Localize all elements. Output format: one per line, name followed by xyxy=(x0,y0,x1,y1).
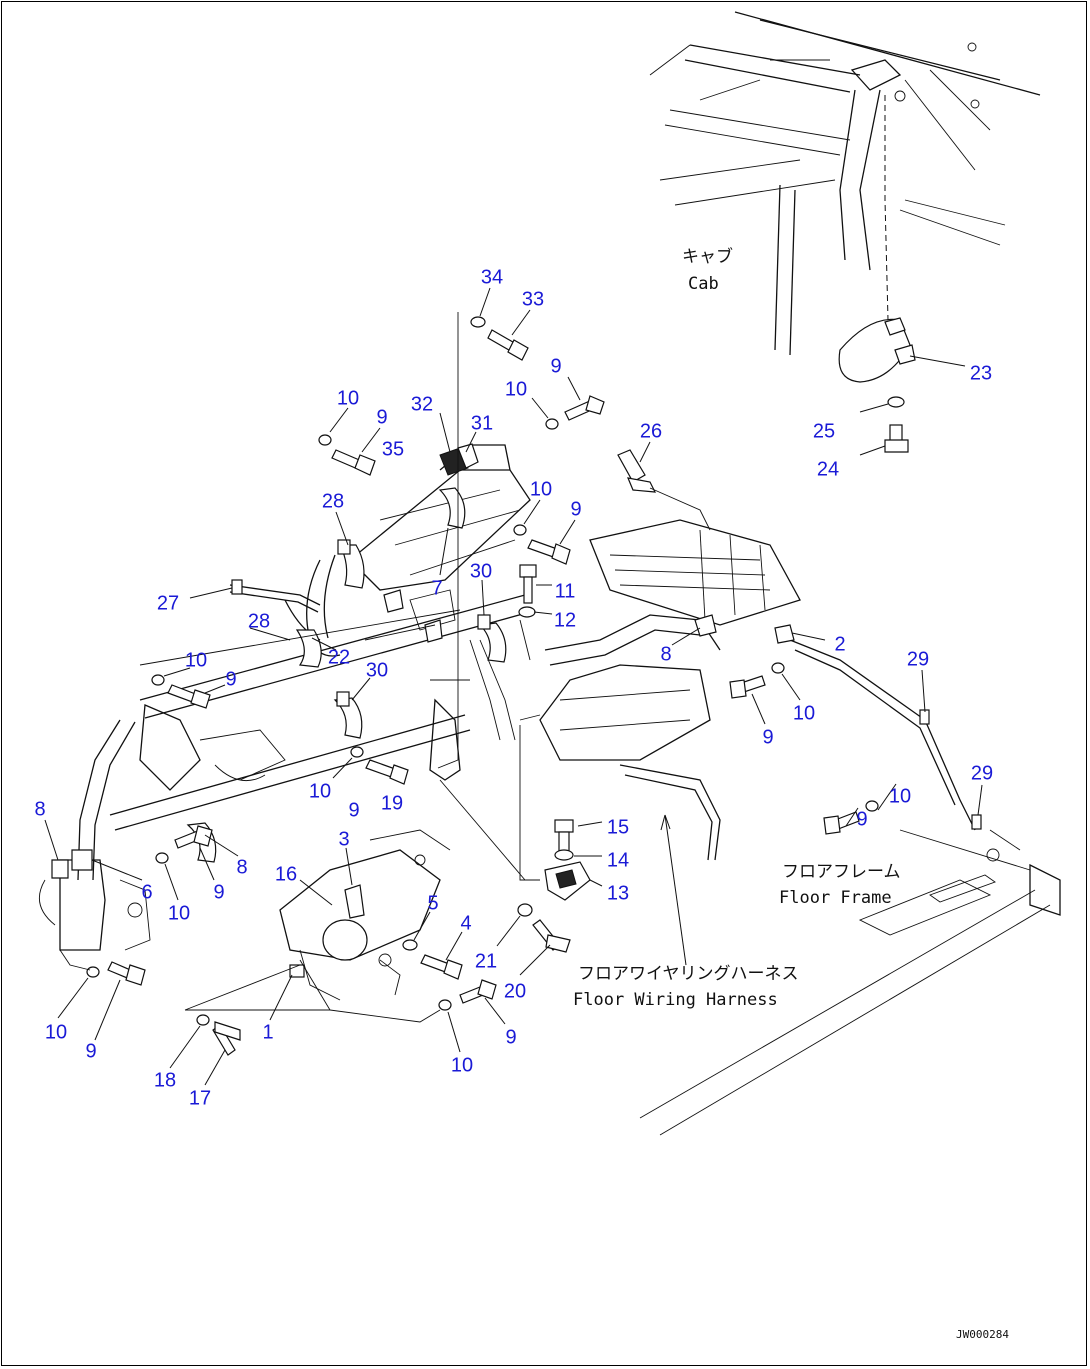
note-cab-jp: キャブ xyxy=(682,246,733,267)
figure-code: JW000284 xyxy=(956,1328,1009,1341)
part-label-1: 1 xyxy=(262,1021,273,1043)
part-label-2: 2 xyxy=(834,633,845,655)
part-label-29: 29 xyxy=(907,648,929,670)
note-harness-jp: フロアワイヤリングハーネス xyxy=(578,964,799,984)
part-label-14: 14 xyxy=(607,849,629,871)
part-label-10: 10 xyxy=(793,702,815,724)
part-label-30: 30 xyxy=(470,560,492,582)
part-label-4: 4 xyxy=(460,912,471,934)
part-label-31: 31 xyxy=(471,412,493,434)
part-label-16: 16 xyxy=(275,863,297,885)
note-harness-en: Floor Wiring Harness xyxy=(573,990,778,1010)
part-label-9: 9 xyxy=(762,726,773,748)
part-25-washer-24-bolt xyxy=(859,396,909,456)
part-label-20: 20 xyxy=(504,980,526,1002)
part-label-24: 24 xyxy=(817,458,839,480)
part-label-18: 18 xyxy=(154,1069,176,1091)
part-label-8: 8 xyxy=(34,798,45,820)
part-label-10: 10 xyxy=(505,378,527,400)
part-label-28: 28 xyxy=(248,610,270,632)
part-label-8: 8 xyxy=(660,643,671,665)
part-label-9: 9 xyxy=(505,1026,516,1048)
part-23-bracket xyxy=(838,317,966,383)
part-label-10: 10 xyxy=(530,478,552,500)
harness-body xyxy=(38,444,976,1001)
part-31-32-relay xyxy=(439,412,479,476)
part-label-21: 21 xyxy=(475,950,497,972)
part-label-15: 15 xyxy=(607,816,629,838)
part-label-9: 9 xyxy=(85,1040,96,1062)
notes: キャブ Cab フロアフレーム Floor Frame フロアワイヤリングハーネス Flo… xyxy=(573,246,901,1010)
part-label-25: 25 xyxy=(813,420,835,442)
part-label-10: 10 xyxy=(45,1021,67,1043)
part-label-29: 29 xyxy=(971,762,993,784)
part-label-5: 5 xyxy=(427,892,438,914)
part-label-27: 27 xyxy=(157,592,179,614)
part-label-9: 9 xyxy=(213,881,224,903)
part-label-9: 9 xyxy=(348,799,359,821)
note-floor-frame-jp: フロアフレーム xyxy=(782,862,901,882)
part-label-22: 22 xyxy=(328,646,350,668)
part-label-23: 23 xyxy=(970,362,992,384)
part-label-17: 17 xyxy=(189,1087,211,1109)
part-label-9: 9 xyxy=(225,668,236,690)
part-label-10: 10 xyxy=(337,387,359,409)
part-label-32: 32 xyxy=(411,393,433,415)
construction-lines xyxy=(59,312,687,1023)
part-label-9: 9 xyxy=(550,355,561,377)
part-label-8: 8 xyxy=(236,856,247,878)
part-label-6: 6 xyxy=(141,881,152,903)
part-label-3: 3 xyxy=(338,828,349,850)
note-cab-en: Cab xyxy=(688,274,719,294)
part-label-9: 9 xyxy=(570,498,581,520)
part-label-28: 28 xyxy=(322,490,344,512)
part-label-30: 30 xyxy=(366,659,388,681)
part-label-9: 9 xyxy=(856,808,867,830)
bolts xyxy=(44,287,983,1086)
part-label-10: 10 xyxy=(451,1054,473,1076)
floor-frame xyxy=(639,829,1061,1136)
part-label-9: 9 xyxy=(376,406,387,428)
part-label-26: 26 xyxy=(640,420,662,442)
part-label-10: 10 xyxy=(185,649,207,671)
part-label-19: 19 xyxy=(381,792,403,814)
part-label-10: 10 xyxy=(889,785,911,807)
part-label-12: 12 xyxy=(554,609,576,631)
part-label-33: 33 xyxy=(522,288,544,310)
part-label-10: 10 xyxy=(168,902,190,924)
note-floor-frame-en: Floor Frame xyxy=(779,888,892,908)
part-label-35: 35 xyxy=(382,438,404,460)
part-label-7: 7 xyxy=(431,577,442,599)
cab-structure xyxy=(649,11,1041,356)
part-label-13: 13 xyxy=(607,882,629,904)
part-label-34: 34 xyxy=(481,266,503,288)
clamps xyxy=(51,487,982,978)
part-label-11: 11 xyxy=(555,580,576,602)
part-label-10: 10 xyxy=(309,780,331,802)
